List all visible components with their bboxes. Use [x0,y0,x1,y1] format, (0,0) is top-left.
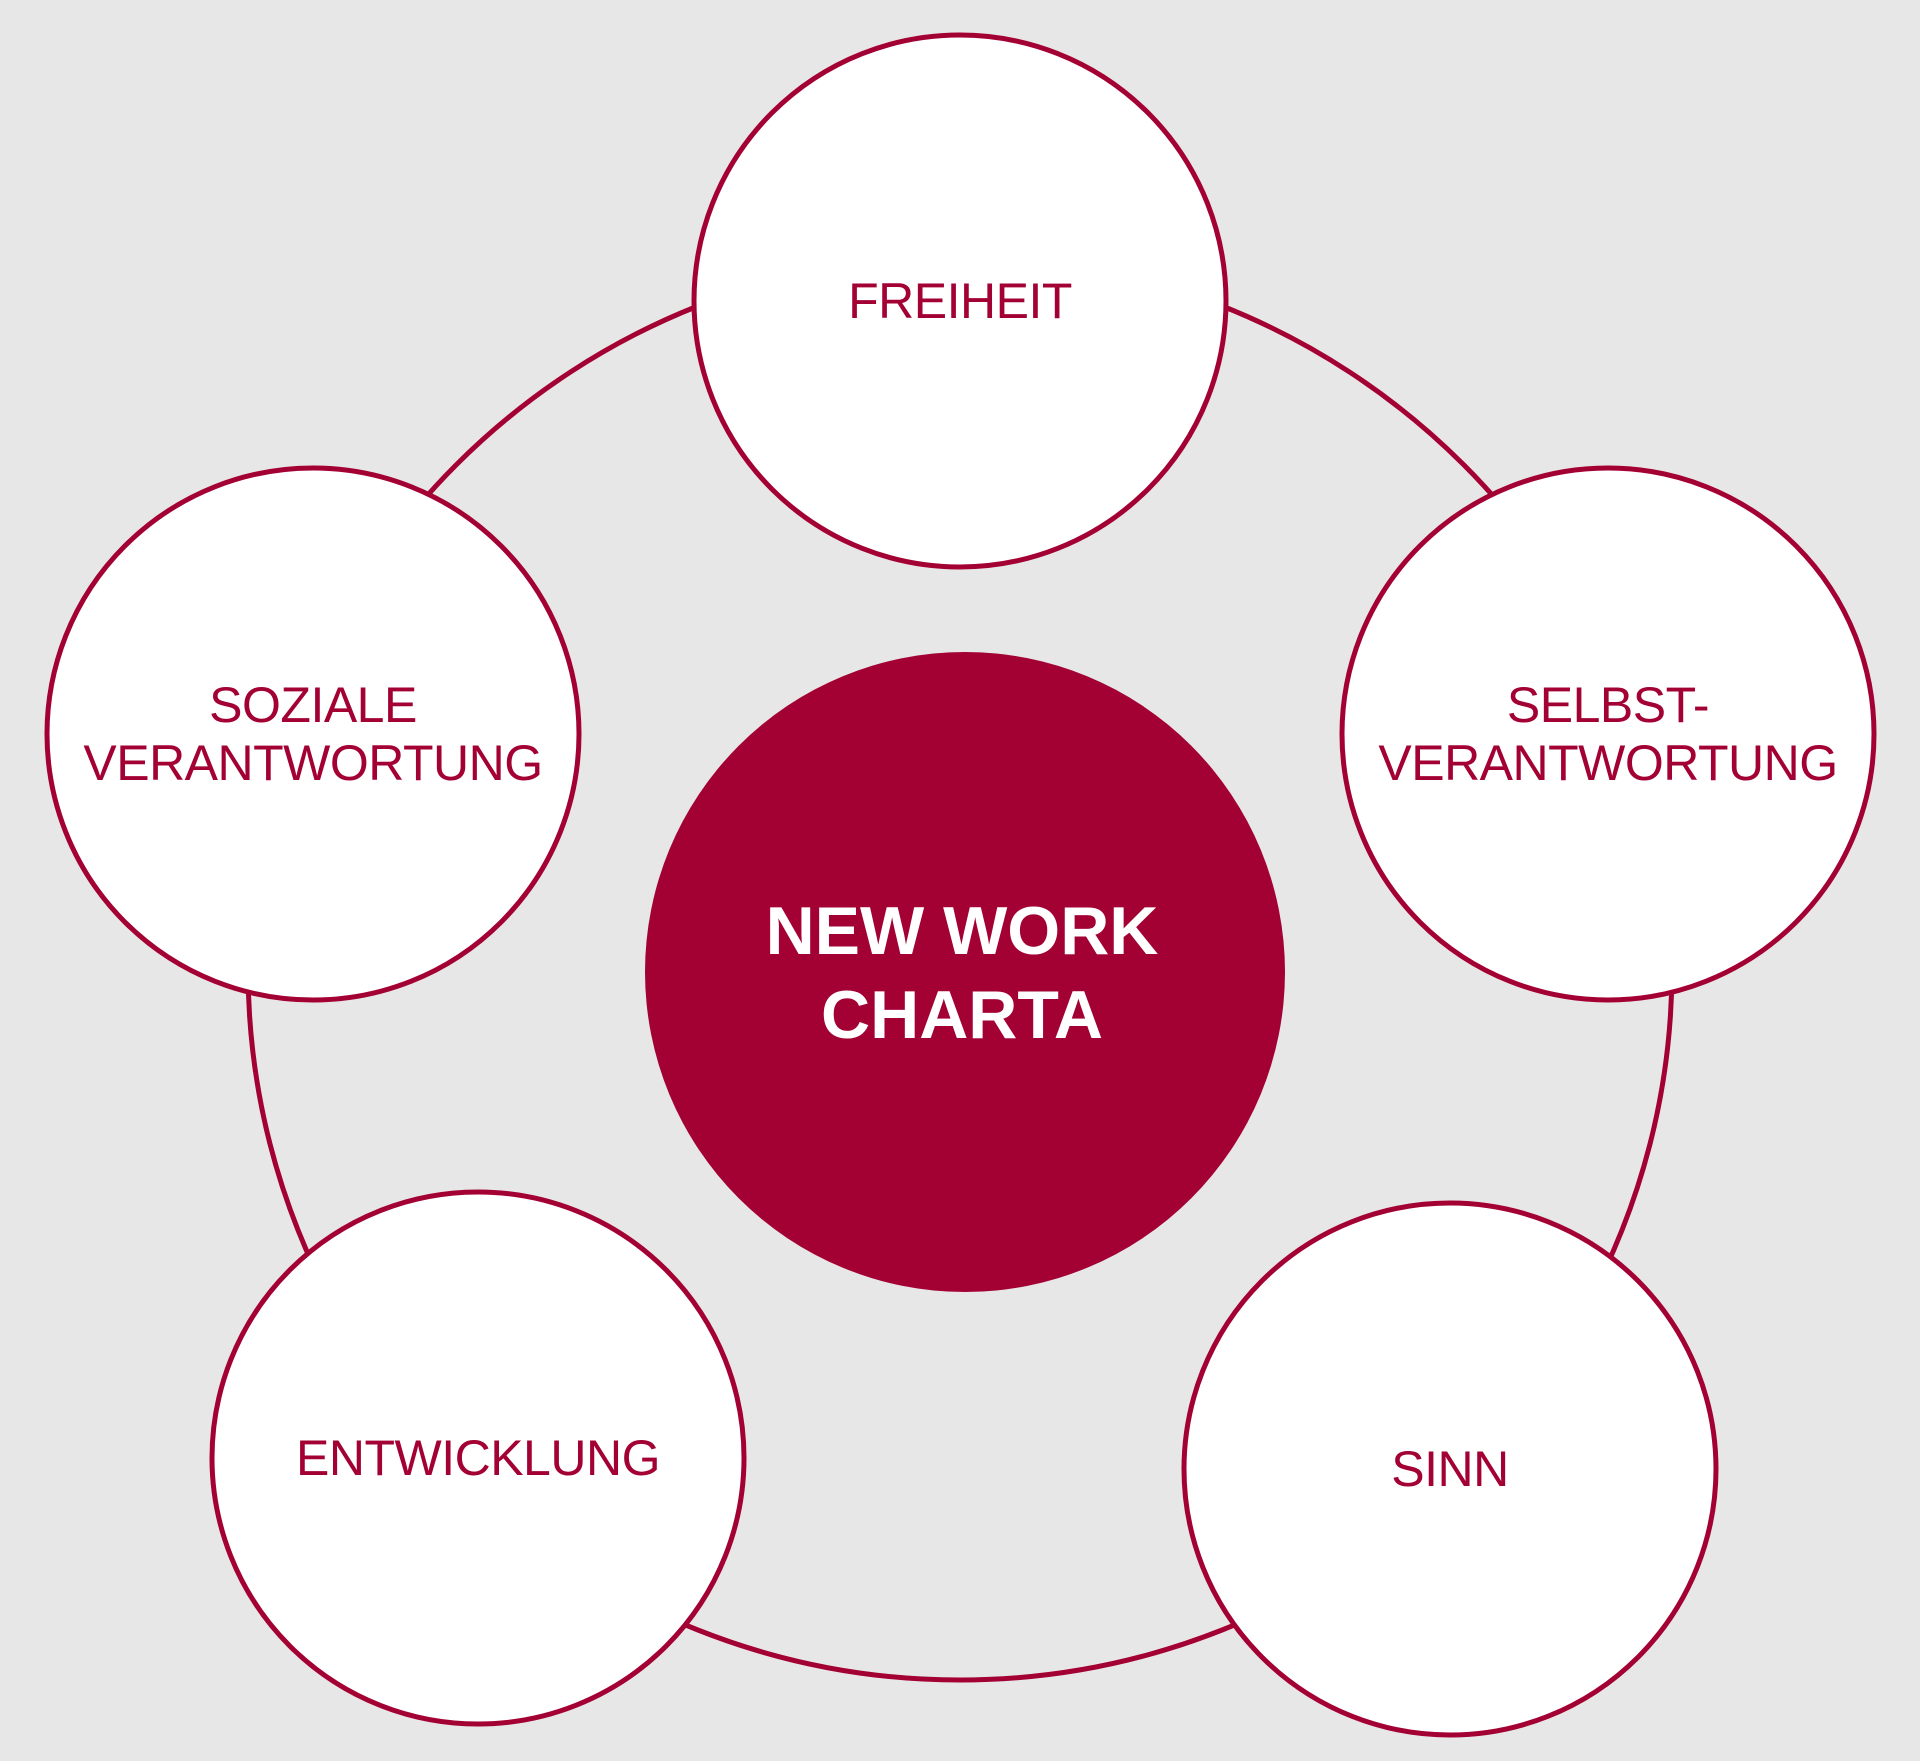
node-label-freiheit: FREIHEIT [848,273,1072,329]
node-label-line: FREIHEIT [848,273,1072,329]
node-label-line: VERANTWORTUNG [83,735,542,791]
node-entwicklung: ENTWICKLUNG [209,1189,747,1727]
center-label: NEW WORK CHARTA [766,893,1159,1053]
center-label-line: CHARTA [821,977,1103,1053]
node-freiheit: FREIHEIT [691,32,1229,570]
nodes-layer: FREIHEITSELBST-VERANTWORTUNGSINNENTWICKL… [44,32,1877,1738]
node-label-line: SELBST- [1507,677,1709,733]
center-node: NEW WORK CHARTA [645,652,1285,1292]
node-circle-sinn [1181,1200,1719,1738]
node-label-sinn: SINN [1391,1441,1508,1497]
node-circle-entwicklung [209,1189,747,1727]
node-circle-soziale-verantwortung [44,465,582,1003]
node-circle-selbstverantwortung [1339,465,1877,1003]
node-label-selbstverantwortung: SELBST-VERANTWORTUNG [1378,677,1837,791]
node-label-entwicklung: ENTWICKLUNG [296,1430,660,1486]
node-circle-freiheit [691,32,1229,570]
node-label-line: VERANTWORTUNG [1378,735,1837,791]
node-label-line: ENTWICKLUNG [296,1430,660,1486]
center-label-line: NEW WORK [766,893,1159,969]
node-label-line: SINN [1391,1441,1508,1497]
center-circle [645,652,1285,1292]
node-label-line: SOZIALE [209,677,417,733]
node-selbstverantwortung: SELBST-VERANTWORTUNG [1339,465,1877,1003]
node-sinn: SINN [1181,1200,1719,1738]
